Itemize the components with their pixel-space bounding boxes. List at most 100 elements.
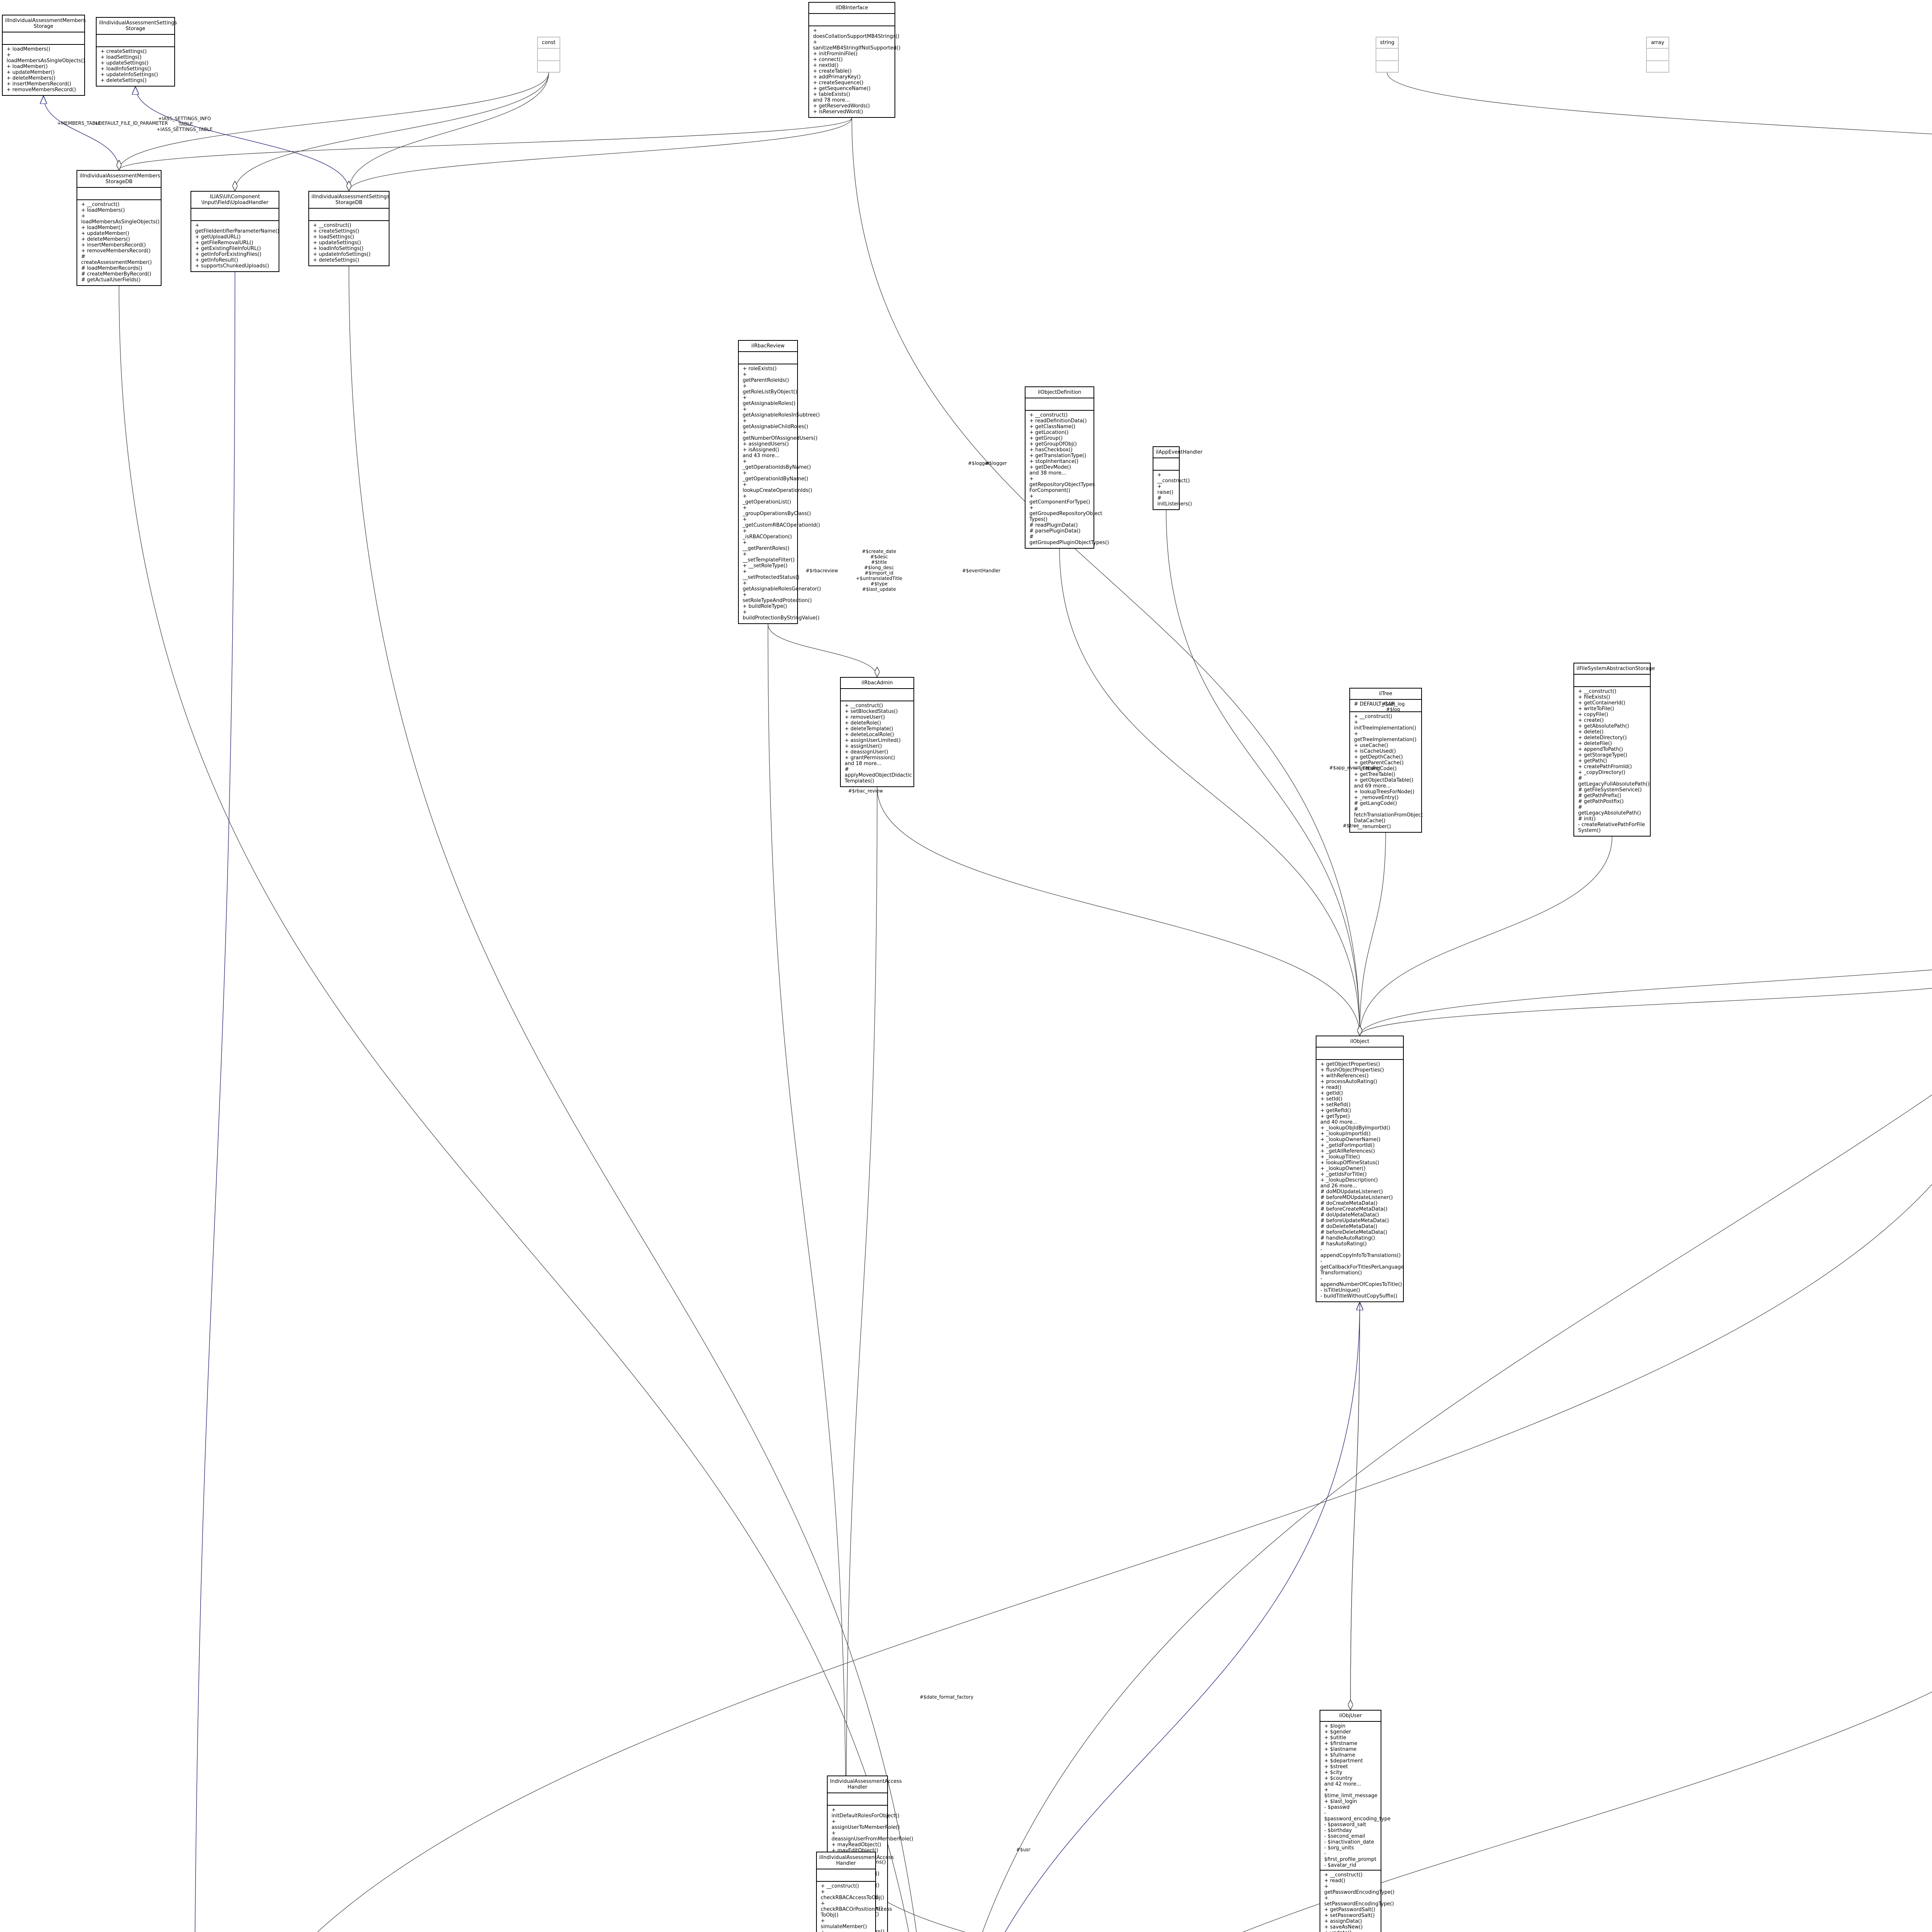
class-operations: + __construct() + checkRBACAccessToObj()… [821,1883,892,1932]
class-box-const[interactable]: const [537,37,560,73]
association-edge [1360,969,1932,1036]
association-edge [349,72,549,191]
class-attributes [1647,49,1668,61]
inheritance-edge [44,96,119,170]
class-attributes [828,1793,887,1806]
class-name: ilTree [1350,689,1421,700]
class-name: ilObjUser [1320,1711,1381,1722]
edge-label: #$obj_log #$log [1381,701,1405,712]
class-box-string[interactable]: string [1376,37,1399,73]
class-operations: + __construct() + fileExists() + getCont… [1578,689,1650,833]
class-operations: + loadMembers() + loadMembersAsSingleObj… [7,46,85,93]
association-edge [767,624,878,677]
association-edge [1360,988,1932,1036]
class-box-ilobject[interactable]: ilObject + getObjectProperties() + flushO… [1316,1036,1404,1302]
class-operations [1376,61,1398,72]
class-box-settings_storage_db[interactable]: ilIndividualAssessmentSettings StorageDB… [308,191,389,266]
class-box-upload_handler[interactable]: ILIAS\UI\Component \Input\Field\UploadHa… [190,191,279,272]
class-box-rbacadmin[interactable]: ilRbacAdmin + __construct() + setBlockedS… [840,677,914,787]
edge-label: #$eventHandler [962,568,1001,573]
class-box-objdefinition[interactable]: ilObjectDefinition + __construct() + read… [1025,386,1109,549]
class-name: ilFileSystemAbstractionStorage [1574,663,1655,675]
edge-label: #$tree [1343,823,1359,828]
class-box-iltree[interactable]: ilTree# DEFAULT_GAP+ __construct() + ini… [1349,688,1423,833]
class-name: ILIAS\UI\Component \Input\Field\UploadHa… [191,192,279,209]
class-box-fs_storage[interactable]: ilFileSystemAbstractionStorage + __constr… [1573,663,1655,837]
class-operations: + createSettings() + loadSettings() + up… [100,49,158,83]
association-edge [1350,1302,1360,1710]
class-operations: + __construct() + createSettings() + loa… [313,223,371,263]
class-name: ilRbacAdmin [841,678,913,689]
association-edge [1360,836,1612,1036]
edge-label: #$logger [985,461,1007,466]
class-name: ilAppEventHandler [1153,447,1202,458]
association-edge [851,117,1360,1036]
class-attributes [841,689,913,701]
class-name: IndividualAssessmentAccess Handler [828,1776,902,1793]
class-box-objuser[interactable]: ilObjUser+ $login + $gender + $utitle + … [1320,1710,1395,1932]
association-edge [119,117,852,170]
association-edge [1242,1691,1932,1932]
class-name: ilIndividualAssessmentSettings Storage [97,18,177,35]
edge-label: #$app_event_handler [1329,765,1381,770]
association-edge [1059,548,1360,1036]
class-attributes [77,188,161,200]
edge-label: +IASS_SETTINGS_INFO _TABLE +IASS_SETTING… [156,116,213,132]
class-operations: + __construct() + setBlockedStatus() + r… [845,703,912,784]
class-attributes [97,35,174,47]
edge-label: #$rbac_review [848,788,883,794]
class-name: ilIndividualAssessmentSettings StorageDB [309,192,389,209]
class-attributes [1026,398,1094,411]
class-box-settings_storage[interactable]: ilIndividualAssessmentSettings Storage + … [96,17,177,87]
class-name: ilObjectDefinition [1026,387,1094,398]
class-attributes [739,352,797,364]
inheritance-edge [1350,1302,1360,1710]
association-edge [846,1852,966,1932]
class-name: ilIndividualAssessmentAccess Handler [817,1852,894,1869]
association-edge [846,787,878,1852]
class-box-rbacreview[interactable]: ilRbacReview + roleExists() + getParentRo… [738,340,821,624]
edge-label: #$usr [1016,1847,1031,1852]
class-attributes [309,209,389,221]
edge-label: #$create_date #$desc #$title #$long_desc… [856,549,902,592]
class-operations: + __construct() + readDefinitionData() +… [1029,412,1109,546]
class-operations: + __construct() + loadMembers() + loadMe… [81,202,160,283]
class-box-appeventhandler[interactable]: ilAppEventHandler+ __construct() + raise… [1153,446,1202,510]
class-name: ilObject [1316,1036,1403,1048]
class-attributes [1316,1048,1403,1060]
class-attributes [1153,458,1179,471]
class-box-array[interactable]: array [1646,37,1669,73]
class-box-ildb[interactable]: ilDBInterface+ doesCollationSupportMB4St… [808,2,901,118]
inheritance-edge [195,272,235,1932]
class-box-members_storage[interactable]: ilIndividualAssessmentMembers Storage + l… [2,15,86,96]
association-edge [877,787,1360,1036]
class-attributes [809,14,895,26]
class-name: ilIndividualAssessmentMembers Storage [3,15,86,32]
class-operations: + getObjectProperties() + flushObjectPro… [1320,1061,1404,1299]
class-operations [538,61,560,72]
class-attributes: # DEFAULT_GAP [1350,700,1421,712]
class-attributes [1376,49,1398,61]
class-attributes [1574,675,1650,687]
association-edge [767,624,846,1852]
inheritance-edge [1005,1302,1360,1932]
edge-label: #$date_format_factory [920,1694,974,1700]
class-name: ilIndividualAssessmentMembers StorageDB [77,171,161,188]
class-box-iass_access[interactable]: ilIndividualAssessmentAccess Handler + __… [816,1852,894,1932]
association-edge [1360,832,1386,1036]
edge-label: #$rbacreview [806,568,838,573]
class-name: ilRbacReview [739,341,797,352]
association-edge [935,1886,1932,1932]
class-attributes [3,32,84,45]
class-attributes [817,1869,875,1882]
class-operations: + roleExists() + getParentRoleIds() + ge… [743,366,821,621]
class-operations: + getFileIdentifierParameterName() + get… [195,223,279,269]
class-attributes [538,49,560,61]
class-box-members_storage_db[interactable]: ilIndividualAssessmentMembers StorageDB +… [77,170,162,286]
association-edge [317,1184,1932,1932]
class-attributes [191,209,279,221]
class-attributes: + $login + $gender + $utitle + $firstnam… [1320,1722,1391,1871]
class-name: array [1647,37,1668,49]
class-operations: + doesCollationSupportMB4Strings() + san… [813,28,901,115]
